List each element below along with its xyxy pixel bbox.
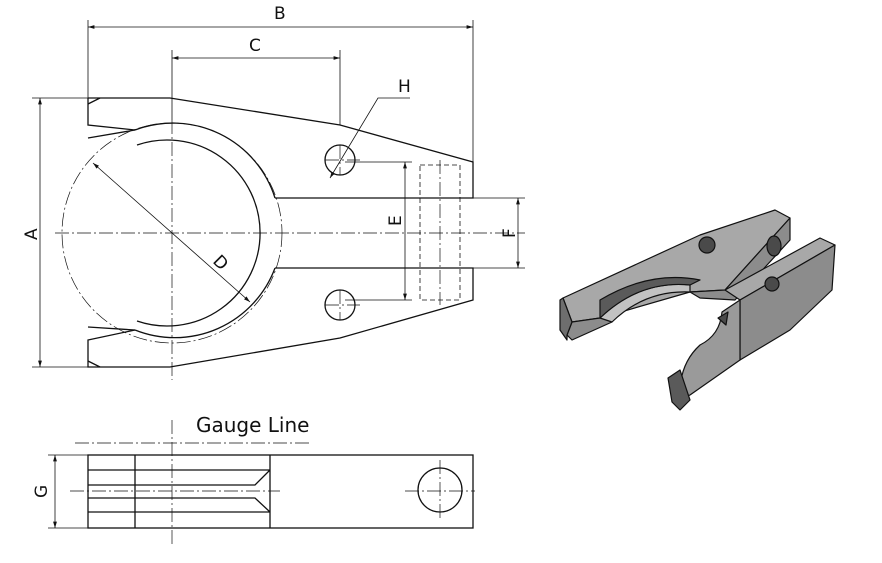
label-E: E bbox=[386, 215, 406, 226]
ring-outer bbox=[134, 122, 276, 339]
top-view: B C H A E F D bbox=[22, 4, 525, 380]
dim-D bbox=[92, 162, 251, 303]
label-A: A bbox=[22, 228, 42, 240]
top-view-outline bbox=[87, 97, 474, 368]
label-F: F bbox=[500, 228, 520, 238]
label-C: C bbox=[249, 36, 261, 56]
label-B: B bbox=[274, 4, 286, 24]
label-gauge-line: Gauge Line bbox=[196, 413, 309, 437]
label-G: G bbox=[32, 485, 52, 498]
isometric-view bbox=[559, 209, 836, 411]
label-H: H bbox=[398, 77, 411, 97]
side-view-outline bbox=[87, 454, 474, 529]
label-D: D bbox=[208, 251, 231, 274]
side-view: G Gauge Line bbox=[32, 413, 475, 545]
dim-H-leader bbox=[329, 97, 410, 179]
